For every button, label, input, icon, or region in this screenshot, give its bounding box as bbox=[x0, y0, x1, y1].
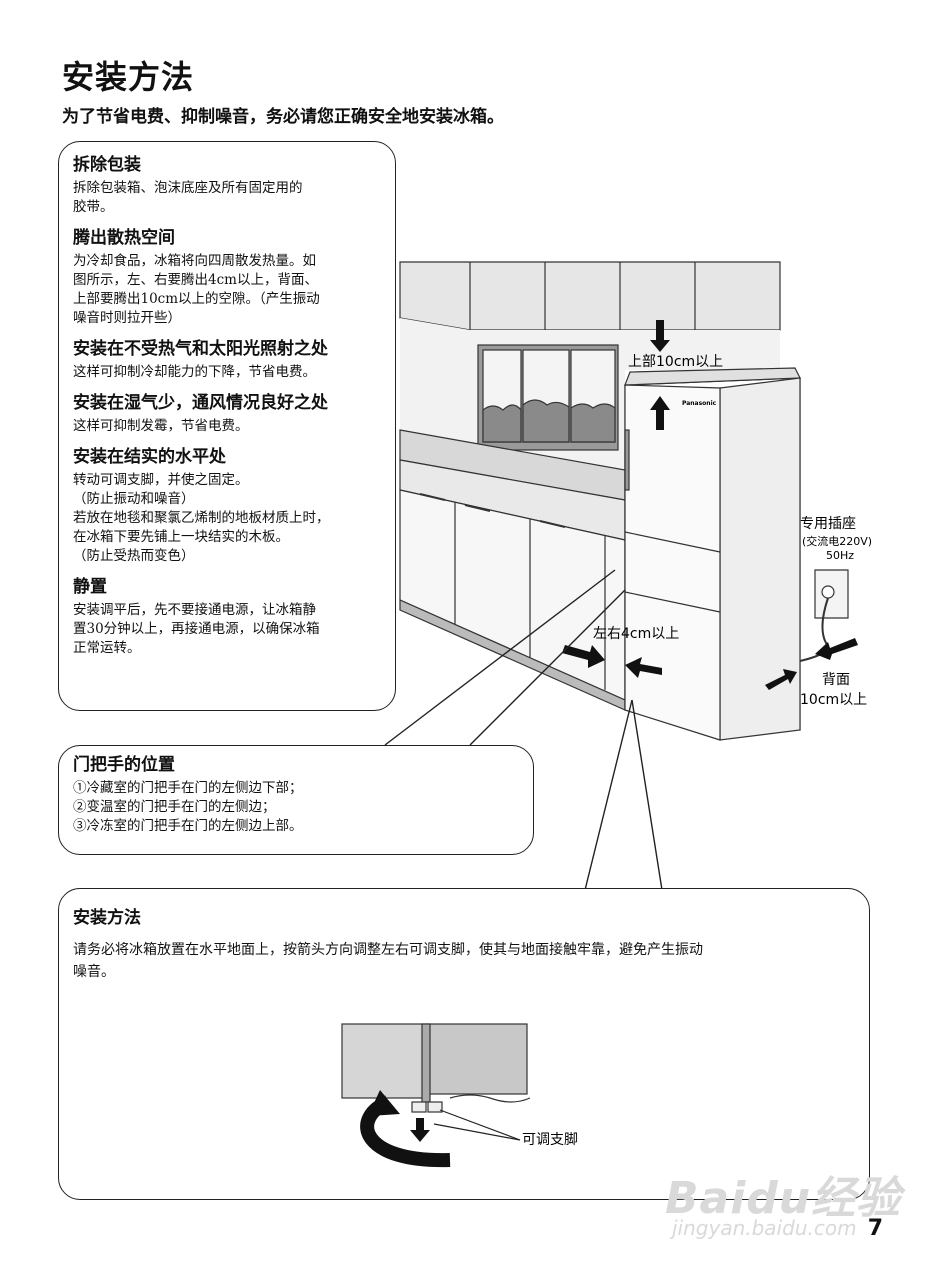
door-handle-line-2: ②变温室的门把手在门的左侧边； bbox=[73, 799, 276, 815]
section-heading: 静置 bbox=[73, 577, 107, 597]
top-clearance-label: 上部10cm以上 bbox=[628, 354, 723, 370]
section-body-line: 这样可抑制冷却能力的下降，节省电费。 bbox=[73, 364, 316, 380]
section-body-line: 拆除包装箱、泡沫底座及所有固定用的 bbox=[73, 180, 303, 196]
back-clearance-label-1: 背面 bbox=[822, 672, 850, 688]
section-body: 为冷却食品，冰箱将向四周散发热量。如图所示，左、右要腾出4cm以上，背面、上部要… bbox=[73, 252, 381, 328]
install-method-line-2: 噪音。 bbox=[73, 964, 115, 980]
section-body-line: 若放在地毯和聚氯乙烯制的地板材质上时， bbox=[73, 510, 330, 526]
section-body-line: 安装调平后，先不要接通电源，让冰箱静 bbox=[73, 602, 316, 618]
section-heading: 安装在湿气少，通风情况良好之处 bbox=[73, 393, 328, 413]
fridge-brand: Panasonic bbox=[682, 400, 717, 407]
outlet-label: 专用插座 bbox=[800, 516, 856, 532]
section-body-line: 正常运转。 bbox=[73, 640, 141, 656]
section-heading: 拆除包装 bbox=[73, 155, 141, 175]
section-body-line: 上部要腾出10cm以上的空隙。（产生振动 bbox=[73, 291, 320, 307]
section-heading: 安装在不受热气和太阳光照射之处 bbox=[73, 339, 328, 359]
section-body-line: 在冰箱下要先铺上一块结实的木板。 bbox=[73, 529, 289, 545]
door-handle-line-3: ③冷冻室的门把手在门的左侧边上部。 bbox=[73, 818, 303, 834]
section-body: 安装调平后，先不要接通电源，让冰箱静置30分钟以上，再接通电源，以确保冰箱正常运… bbox=[73, 601, 381, 658]
door-handle-heading: 门把手的位置 bbox=[73, 755, 175, 775]
section-body-line: 转动可调支脚，并使之固定。 bbox=[73, 472, 249, 488]
baidu-watermark-logo: Baidu经验 bbox=[665, 1173, 902, 1224]
page-title: 安装方法 bbox=[62, 58, 195, 96]
page-number: 7 bbox=[867, 1216, 883, 1241]
install-method-line-1: 请务必将冰箱放置在水平地面上，按箭头方向调整左右可调支脚，使其与地面接触牢靠，避… bbox=[73, 942, 703, 958]
install-method-heading: 安装方法 bbox=[73, 908, 141, 928]
adjustable-foot-illustration: 可调支脚 bbox=[341, 1023, 578, 1168]
side-clearance-label: 左右4cm以上 bbox=[593, 626, 679, 642]
section-body-line: （防止受热而变色） bbox=[73, 548, 195, 564]
section-heading: 腾出散热空间 bbox=[73, 228, 175, 248]
adjustable-foot-label: 可调支脚 bbox=[522, 1132, 578, 1148]
section-body-line: 胶带。 bbox=[73, 199, 114, 215]
install-method-box: 安装方法 请务必将冰箱放置在水平地面上，按箭头方向调整左右可调支脚，使其与地面接… bbox=[58, 888, 870, 1200]
door-handle-line-1: ①冷藏室的门把手在门的左侧边下部； bbox=[73, 780, 303, 796]
section-body-line: 图所示，左、右要腾出4cm以上，背面、 bbox=[73, 272, 318, 288]
section-body-line: 噪音时则拉开些） bbox=[73, 310, 181, 326]
page-subtitle: 为了节省电费、抑制噪音，务必请您正确安全地安装冰箱。 bbox=[62, 107, 504, 127]
section-body-line: 这样可抑制发霉，节省电费。 bbox=[73, 418, 249, 434]
section-body: 拆除包装箱、泡沫底座及所有固定用的胶带。 bbox=[73, 179, 381, 217]
baidu-watermark-url: jingyan.baidu.com bbox=[672, 1216, 857, 1240]
back-clearance-label-2: 10cm以上 bbox=[800, 692, 867, 708]
door-handle-box: 门把手的位置 ①冷藏室的门把手在门的左侧边下部； ②变温室的门把手在门的左侧边；… bbox=[58, 745, 534, 855]
section-body: 这样可抑制发霉，节省电费。 bbox=[73, 417, 381, 436]
section-body: 转动可调支脚，并使之固定。 （防止振动和噪音） 若放在地毯和聚氯乙烯制的地板材质上时… bbox=[73, 471, 381, 566]
section-body-line: （防止振动和噪音） bbox=[73, 491, 195, 507]
section-body-line: 置30分钟以上，再接通电源，以确保冰箱 bbox=[73, 621, 320, 637]
outlet-spec-frequency: 50Hz bbox=[826, 549, 854, 562]
installation-tips-box: 拆除包装拆除包装箱、泡沫底座及所有固定用的胶带。腾出散热空间为冷却食品，冰箱将向… bbox=[58, 141, 396, 711]
section-heading: 安装在结实的水平处 bbox=[73, 447, 226, 467]
outlet-spec-voltage: (交流电220V) bbox=[802, 534, 872, 548]
section-body-line: 为冷却食品，冰箱将向四周散发热量。如 bbox=[73, 253, 316, 269]
section-body: 这样可抑制冷却能力的下降，节省电费。 bbox=[73, 363, 381, 382]
